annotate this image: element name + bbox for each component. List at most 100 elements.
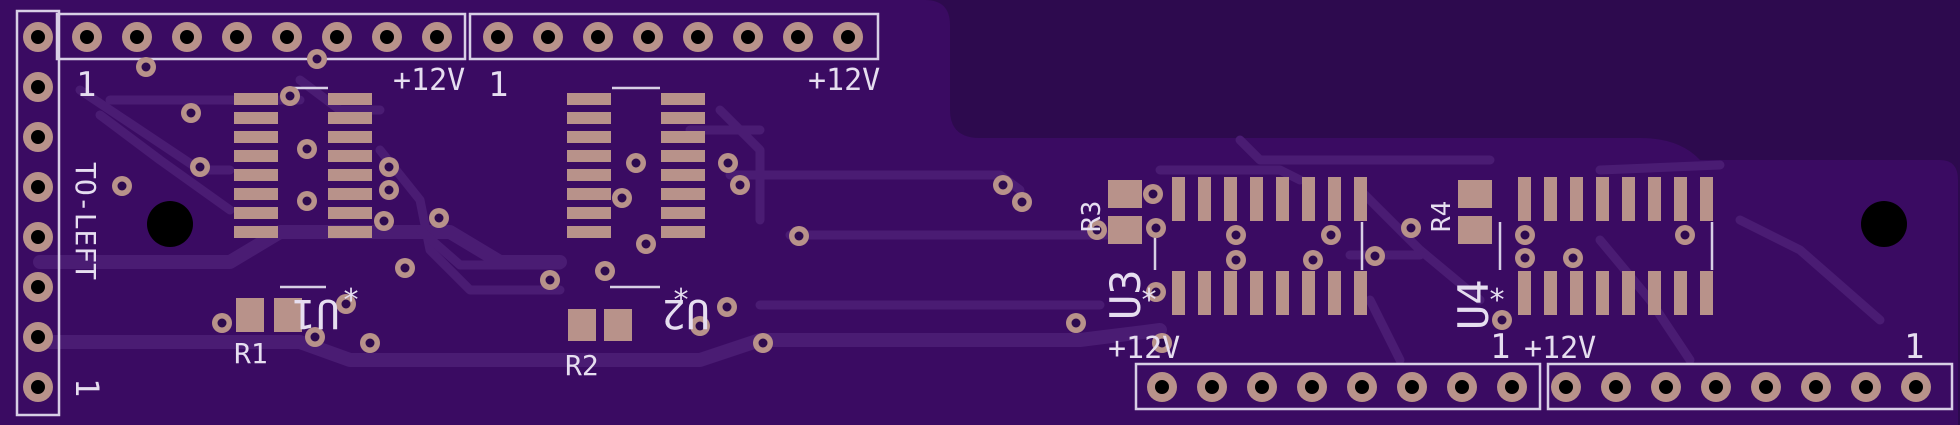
header-pin bbox=[1751, 372, 1781, 402]
via-icon bbox=[112, 176, 132, 196]
ic-pad bbox=[1224, 271, 1237, 315]
header-pin bbox=[483, 22, 513, 52]
header-pin bbox=[1601, 372, 1631, 402]
ic-u2 bbox=[567, 86, 705, 289]
via-icon bbox=[297, 191, 317, 211]
via-icon bbox=[395, 258, 415, 278]
via-layer bbox=[112, 49, 1695, 353]
via-icon bbox=[1303, 250, 1323, 270]
ic-pad bbox=[328, 169, 372, 181]
via-icon bbox=[1515, 225, 1535, 245]
via-icon bbox=[374, 211, 394, 231]
via-icon bbox=[190, 157, 210, 177]
header-pin bbox=[1551, 372, 1581, 402]
ic-pad bbox=[328, 112, 372, 124]
header-pin bbox=[322, 22, 352, 52]
via-icon bbox=[1401, 218, 1421, 238]
via-icon bbox=[181, 103, 201, 123]
via-icon bbox=[1066, 313, 1086, 333]
header-pin bbox=[1801, 372, 1831, 402]
ic-pad bbox=[1674, 271, 1687, 315]
ic-pad bbox=[567, 131, 611, 143]
header-left bbox=[15, 9, 61, 417]
via-icon bbox=[636, 234, 656, 254]
ic-pad bbox=[567, 188, 611, 200]
ic-pad bbox=[661, 150, 705, 162]
ic-pad bbox=[567, 93, 611, 105]
ic-pad bbox=[661, 188, 705, 200]
ic-pad bbox=[1172, 177, 1185, 221]
ic-pad bbox=[567, 169, 611, 181]
header-pin bbox=[633, 22, 663, 52]
pin-marker-u4: * bbox=[1488, 283, 1506, 318]
ic-pad bbox=[328, 226, 372, 238]
via-icon bbox=[136, 57, 156, 77]
label-r3: R3 bbox=[1077, 201, 1107, 232]
header-pin bbox=[172, 22, 202, 52]
header-pin bbox=[1397, 372, 1427, 402]
ic-pad bbox=[1518, 271, 1531, 315]
ic-pad bbox=[1570, 271, 1583, 315]
ic-pad bbox=[1570, 177, 1583, 221]
label-pin1-bottom-left: 1 bbox=[1490, 327, 1510, 367]
header-pin bbox=[583, 22, 613, 52]
header-pin bbox=[733, 22, 763, 52]
header-pin bbox=[1147, 372, 1177, 402]
mounting-hole-icon bbox=[1861, 201, 1907, 247]
header-pin bbox=[23, 272, 53, 302]
resistor-r1 bbox=[236, 298, 302, 332]
header-pin bbox=[1901, 372, 1931, 402]
ic-pad bbox=[234, 150, 278, 162]
ic-pad bbox=[1622, 271, 1635, 315]
mounting-hole-icon bbox=[147, 201, 193, 247]
label-12v-top-left: +12V bbox=[393, 63, 465, 98]
ic-pad bbox=[567, 112, 611, 124]
via-icon bbox=[212, 313, 232, 333]
header-pin bbox=[1497, 372, 1527, 402]
resistor-r3 bbox=[1108, 180, 1142, 244]
header-pin bbox=[1197, 372, 1227, 402]
ic-pad bbox=[1544, 177, 1557, 221]
ic-pad bbox=[661, 93, 705, 105]
via-icon bbox=[993, 175, 1013, 195]
ic-pad bbox=[1700, 177, 1713, 221]
ic-pad bbox=[1700, 271, 1713, 315]
ic-pad bbox=[661, 112, 705, 124]
ic-pad bbox=[234, 112, 278, 124]
label-u1: U1 bbox=[292, 290, 340, 336]
via-icon bbox=[1226, 225, 1246, 245]
ic-pad bbox=[1302, 177, 1315, 221]
header-pin bbox=[1297, 372, 1327, 402]
via-icon bbox=[280, 86, 300, 106]
via-icon bbox=[1152, 333, 1172, 353]
header-pin bbox=[72, 22, 102, 52]
via-icon bbox=[1515, 248, 1535, 268]
label-r1: R1 bbox=[234, 337, 268, 370]
ic-pad bbox=[234, 169, 278, 181]
pin-marker-u2: * bbox=[672, 283, 690, 318]
ic-pad bbox=[661, 131, 705, 143]
via-icon bbox=[379, 157, 399, 177]
label-u3: U3 bbox=[1101, 269, 1150, 320]
label-to-left: TO-LEFT bbox=[69, 162, 102, 280]
header-pin bbox=[533, 22, 563, 52]
header-top-mid bbox=[468, 12, 880, 61]
pin-marker-u3: * bbox=[1140, 283, 1158, 318]
ic-u4 bbox=[1498, 177, 1714, 315]
via-icon bbox=[626, 153, 646, 173]
header-pin bbox=[23, 222, 53, 252]
ic-pad bbox=[1354, 271, 1367, 315]
header-pin bbox=[122, 22, 152, 52]
via-icon bbox=[307, 49, 327, 69]
ic-pad bbox=[1328, 271, 1341, 315]
ic-pad bbox=[1328, 177, 1341, 221]
ic-pad bbox=[1518, 177, 1531, 221]
via-icon bbox=[730, 175, 750, 195]
ic-pad bbox=[328, 150, 372, 162]
ic-pad bbox=[328, 93, 372, 105]
ic-pad bbox=[567, 150, 611, 162]
ic-pad bbox=[1224, 177, 1237, 221]
via-icon bbox=[718, 153, 738, 173]
header-pin bbox=[23, 322, 53, 352]
